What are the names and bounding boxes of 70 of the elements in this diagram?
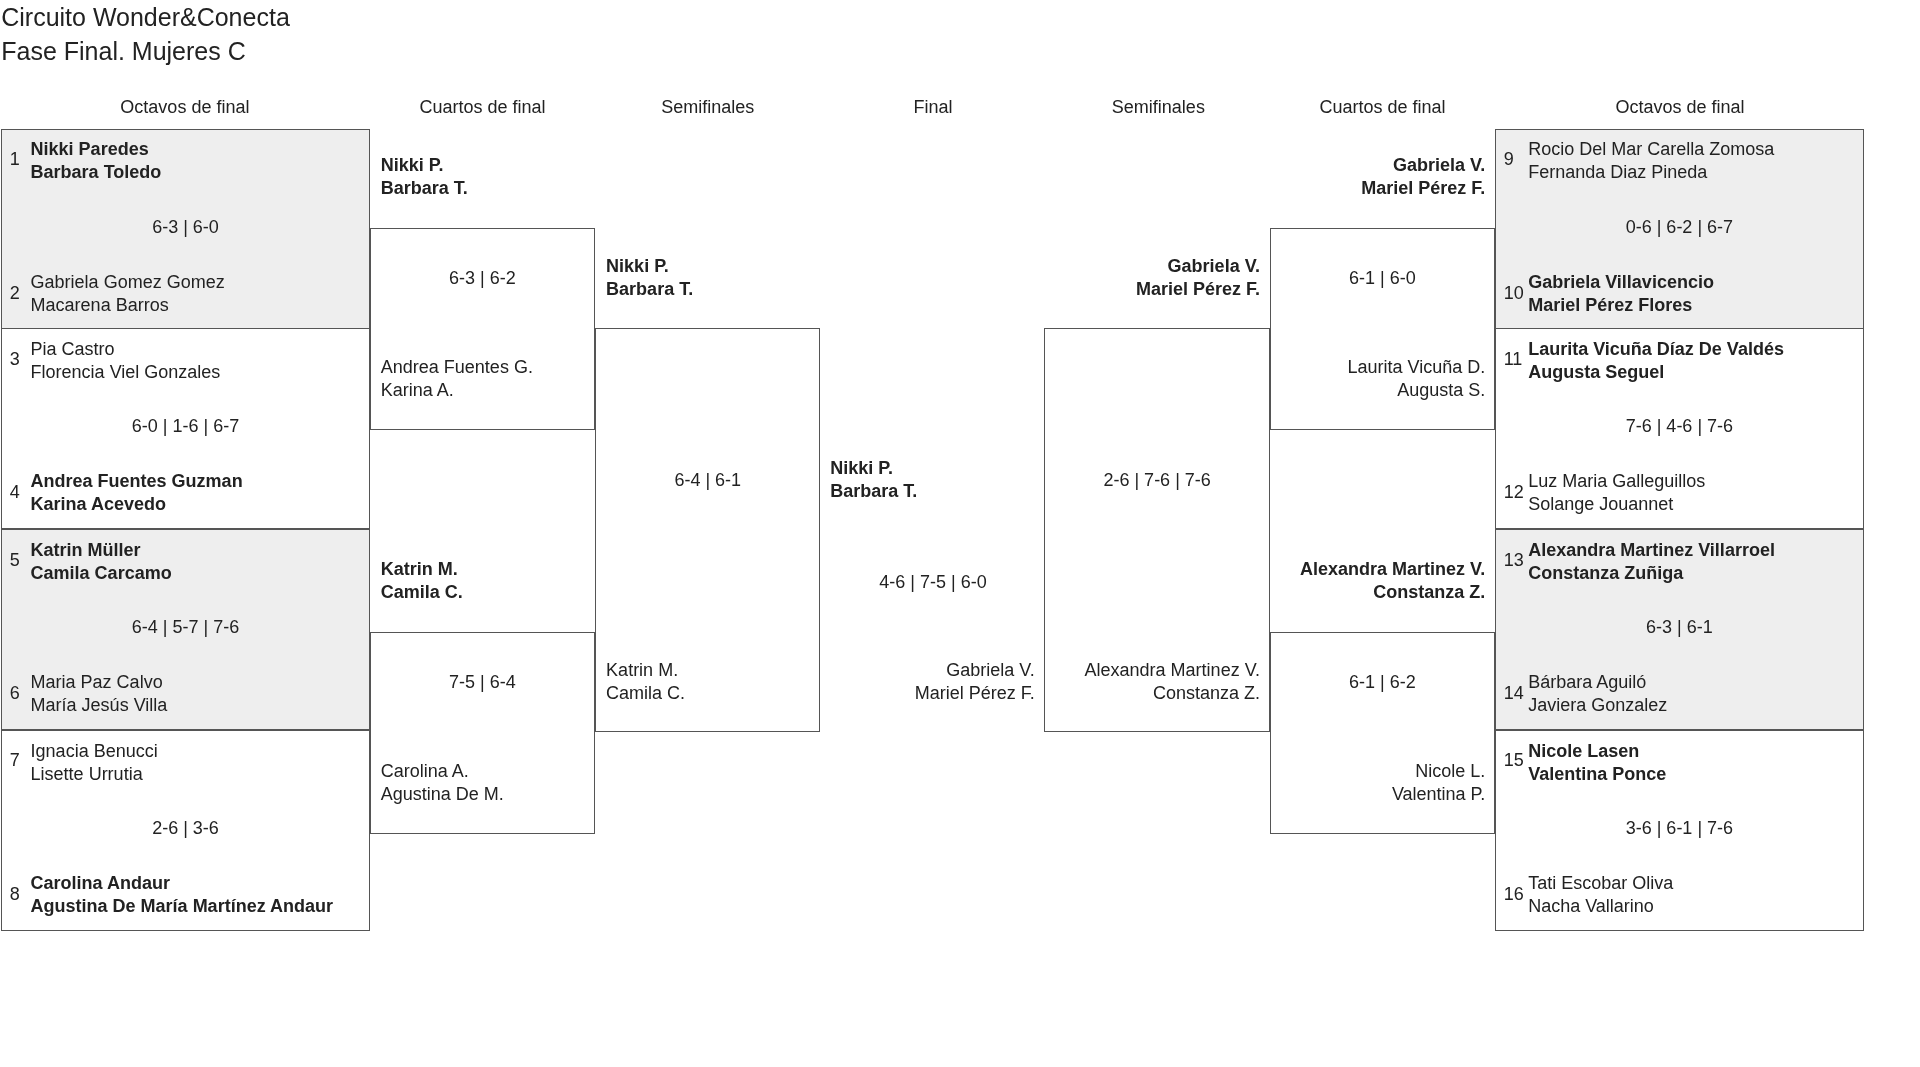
score-text: 6-3 | 6-2 [449, 266, 516, 290]
player-names: Nikki P. Barbara T. [380, 154, 468, 201]
player-names: Luz Maria Galleguillos Solange Jouannet [1528, 470, 1706, 517]
player-names: Nikki P. Barbara T. [830, 456, 918, 503]
player-names: Gabriela V. Mariel Pérez F. [1135, 254, 1260, 301]
score-text: 3-6 | 6-1 | 7-6 [1625, 816, 1734, 840]
score-text: 6-4 | 5-7 | 7-6 [131, 615, 240, 639]
player-names: Rocio Del Mar Carella Zomosa Fernanda Diaz Pineda [1528, 138, 1775, 185]
player-names: Gabriela Villavicencio Mariel Pérez Flores [1528, 270, 1714, 317]
seed-number: 1 [9, 148, 20, 172]
player-names: Gabriela V. Mariel Pérez F. [1361, 154, 1486, 201]
player-names: Alexandra Martinez Villarroel Constanza Zuñiga [1528, 538, 1775, 585]
score-text: 6-3 | 6-1 [1646, 615, 1713, 639]
player-names: Katrin M. Camila C. [380, 558, 463, 605]
player-names: Pia Castro Florencia Viel Gonzales [30, 337, 221, 384]
seed-number: 4 [9, 481, 20, 505]
player-names: Alexandra Martinez V. Constanza Z. [1084, 658, 1260, 705]
player-names: Nikki Paredes Barbara Toledo [30, 138, 162, 185]
score-text: 7-6 | 4-6 | 7-6 [1625, 415, 1734, 439]
player-names: Laurita Vicuña D. Augusta S. [1347, 356, 1486, 403]
seed-number: 5 [9, 548, 20, 572]
round-heading: Semifinales [661, 95, 755, 119]
score-text: 2-6 | 7-6 | 7-6 [1103, 468, 1211, 492]
score-text: 6-3 | 6-0 [152, 215, 219, 239]
player-names: Carolina Andaur Agustina De María Martínez Andaur [30, 871, 333, 918]
round-heading: Semifinales [1111, 95, 1205, 119]
player-names: Katrin M. Camila C. [606, 658, 686, 705]
seed-number: 14 [1503, 682, 1524, 705]
seed-number: 8 [9, 882, 20, 906]
seed-number: 11 [1503, 347, 1523, 371]
round-heading: Octavos de final [1615, 95, 1745, 119]
round-heading: Cuartos de final [1319, 95, 1446, 119]
player-names: Nikki P. Barbara T. [606, 254, 694, 301]
seed-number: 16 [1503, 882, 1524, 906]
seed-number: 12 [1503, 481, 1524, 505]
round-heading: Octavos de final [120, 95, 250, 119]
title: Circuito Wonder&Conecta [1, 2, 290, 34]
subtitle: Fase Final. Mujeres C [1, 35, 246, 67]
seed-number: 15 [1503, 749, 1524, 773]
seed-number: 3 [9, 347, 20, 371]
seed-number: 6 [9, 682, 20, 705]
player-names: Andrea Fuentes Guzman Karina Acevedo [30, 470, 243, 517]
score-text: 6-4 | 6-1 [674, 468, 742, 492]
player-names: Katrin Müller Camila Carcamo [30, 538, 172, 585]
score-text: 2-6 | 3-6 [152, 816, 219, 840]
player-names: Ignacia Benucci Lisette Urrutia [30, 739, 158, 786]
seed-number: 7 [9, 749, 20, 773]
player-names: Bárbara Aguiló Javiera Gonzalez [1528, 671, 1668, 717]
player-names: Alexandra Martinez V. Constanza Z. [1299, 558, 1486, 605]
player-names: Carolina A. Agustina De M. [380, 760, 504, 807]
score-text: 4-6 | 7-5 | 6-0 [879, 570, 987, 594]
score-text: 6-1 | 6-0 [1349, 266, 1416, 290]
seed-number: 13 [1503, 548, 1524, 572]
player-names: Gabriela Gomez Gomez Macarena Barros [30, 270, 225, 317]
score-text: 0-6 | 6-2 | 6-7 [1625, 215, 1734, 239]
round-heading: Final [913, 95, 953, 119]
player-names: Laurita Vicuña Díaz De Valdés Augusta Seguel [1528, 337, 1784, 384]
score-text: 7-5 | 6-4 [449, 671, 516, 694]
player-names: Andrea Fuentes G. Karina A. [380, 356, 533, 403]
player-names: Gabriela V. Mariel Pérez F. [914, 658, 1035, 705]
player-names: Maria Paz Calvo María Jesús Villa [30, 671, 168, 717]
player-names: Tati Escobar Oliva Nacha Vallarino [1528, 871, 1674, 918]
round-heading: Cuartos de final [419, 95, 546, 119]
score-text: 6-1 | 6-2 [1349, 671, 1416, 694]
seed-number: 10 [1503, 281, 1524, 305]
player-names: Nicole Lasen Valentina Ponce [1528, 739, 1667, 786]
seed-number: 9 [1503, 148, 1514, 172]
score-text: 6-0 | 1-6 | 6-7 [131, 415, 240, 439]
player-names: Nicole L. Valentina P. [1391, 760, 1486, 807]
seed-number: 2 [9, 281, 20, 305]
